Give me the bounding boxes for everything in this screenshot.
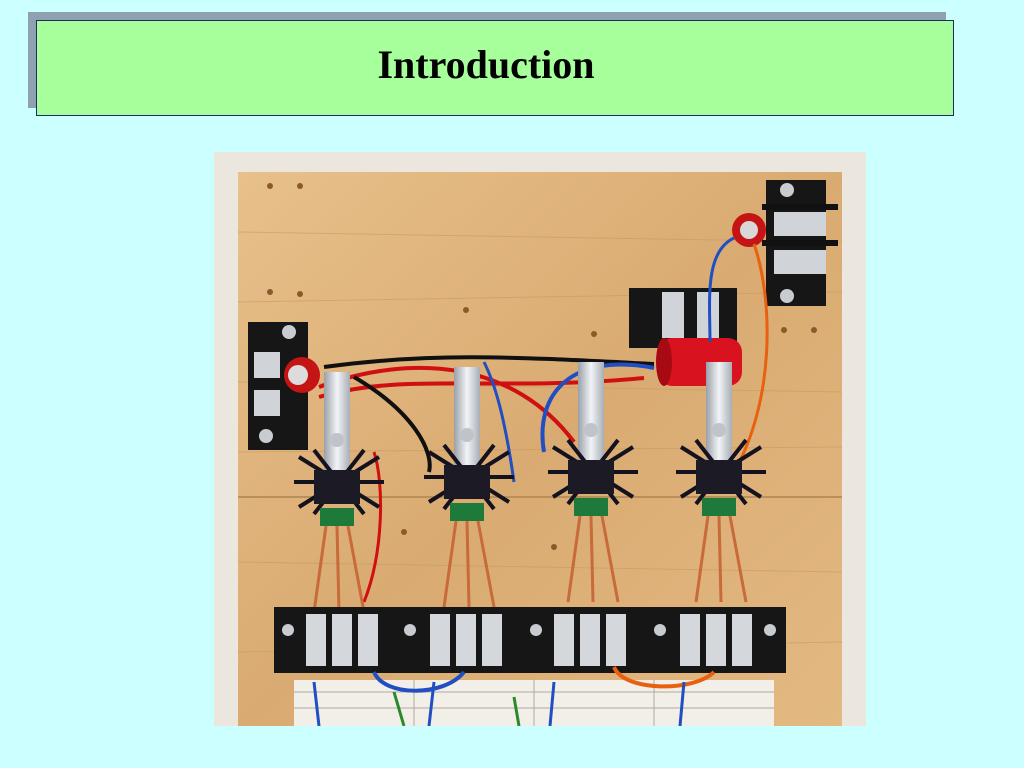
title-box: Introduction — [36, 20, 954, 116]
circuit-board-photo — [214, 152, 866, 726]
slide-title: Introduction — [377, 42, 595, 87]
